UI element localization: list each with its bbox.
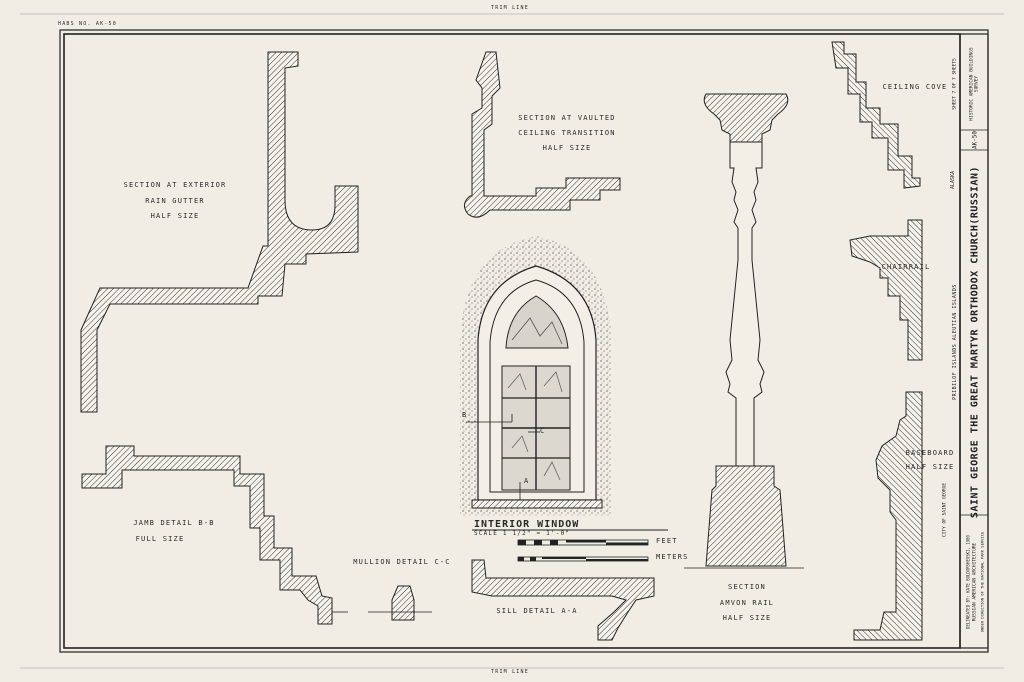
jamb-detail-title: JAMB DETAIL B-B bbox=[133, 519, 215, 527]
amvon-rail-subtitle: AMVON RAIL bbox=[719, 599, 775, 607]
window-sill bbox=[471, 499, 603, 509]
amvon-rail-title: SECTION bbox=[728, 583, 766, 591]
title-block-frame bbox=[959, 33, 989, 649]
title-block-main-title: SAINT GEORGE THE GREAT MARTYR ORTHODOX C… bbox=[969, 165, 981, 519]
scale-feet-label: FEET bbox=[656, 537, 678, 545]
title-block-city-strip: CITY OF SAINT GEORGE bbox=[940, 470, 950, 550]
interior-window-title: INTERIOR WINDOW bbox=[474, 519, 580, 530]
exterior-gutter-title: SECTION AT EXTERIOR bbox=[123, 181, 227, 189]
ceiling-cove-section bbox=[831, 41, 921, 189]
sill-detail-section bbox=[471, 559, 655, 641]
title-block-habs-strip: AK-50 bbox=[962, 130, 988, 150]
window-mark-a: a bbox=[524, 477, 530, 485]
sill-detail-label: SILL DETAIL A-A bbox=[496, 607, 578, 615]
title-block-state: ALASKA bbox=[950, 170, 956, 190]
title-block-agency-strip: HISTORIC AMERICAN BUILDINGS SURVEY bbox=[962, 40, 988, 128]
trim-line-bottom-label: TRIM LINE bbox=[491, 669, 529, 675]
title-block-sheet-no: SHEET 7 OF 7 SHEETS bbox=[952, 58, 958, 110]
amvon-rail-baluster bbox=[684, 93, 804, 569]
window-mark-b: b bbox=[462, 411, 468, 419]
vaulted-ceiling-title: SECTION AT VAULTED bbox=[518, 114, 616, 122]
baseboard-label: BASEBOARD bbox=[905, 449, 955, 457]
mullion-detail-label: MULLION DETAIL C-C bbox=[353, 558, 451, 566]
title-block-agency: HISTORIC AMERICAN BUILDINGS SURVEY bbox=[969, 47, 980, 121]
title-block-subtitle: PRIBILOF ISLANDS ALEUTIAN ISLANDS bbox=[952, 284, 958, 400]
baseboard-section bbox=[853, 391, 923, 641]
chairrail-section bbox=[849, 219, 923, 361]
vaulted-ceiling-subtitle: CEILING TRANSITION bbox=[518, 129, 616, 137]
jamb-detail-scale: FULL SIZE bbox=[135, 535, 185, 543]
amvon-rail-scale: HALF SIZE bbox=[722, 614, 772, 622]
exterior-gutter-scale: HALF SIZE bbox=[150, 212, 200, 220]
interior-window bbox=[460, 236, 612, 516]
transom-reflection bbox=[511, 317, 563, 345]
exterior-gutter-subtitle: RAIN GUTTER bbox=[145, 197, 205, 205]
jamb-detail-section bbox=[81, 445, 333, 625]
title-block-city: CITY OF SAINT GEORGE bbox=[942, 482, 948, 538]
rain-gutter-section bbox=[80, 51, 359, 413]
window-transom-glass bbox=[505, 295, 569, 349]
chairrail-label: CHAIRRAIL bbox=[881, 263, 931, 271]
title-block-credit: UNDER DIRECTION OF THE NATIONAL PARK SER… bbox=[979, 531, 985, 633]
ceiling-cove-label: CEILING COVE bbox=[882, 83, 948, 91]
title-block-credit-strip: UNDER DIRECTION OF THE NATIONAL PARK SER… bbox=[976, 520, 988, 644]
vaulted-ceiling-scale: HALF SIZE bbox=[542, 144, 592, 152]
title-block-state-strip: ALASKA bbox=[948, 150, 958, 210]
trim-line-top-label: TRIM LINE bbox=[491, 5, 529, 11]
sash-reflection bbox=[507, 371, 563, 481]
baseboard-scale: HALF SIZE bbox=[905, 463, 955, 471]
vaulted-ceiling-section bbox=[464, 51, 621, 218]
window-inner-frame bbox=[489, 279, 585, 493]
scale-bar bbox=[472, 529, 668, 562]
scale-meters-label: METERS bbox=[656, 553, 689, 561]
interior-window-scale: SCALE 1 1/2" = 1'-0" bbox=[474, 530, 571, 537]
window-mark-c: c bbox=[540, 427, 546, 435]
title-block-sheet-strip: SHEET 7 OF 7 SHEETS bbox=[950, 40, 960, 128]
mullion-detail-section bbox=[391, 585, 415, 621]
corner-note: HABS No. AK-50 bbox=[58, 21, 117, 27]
